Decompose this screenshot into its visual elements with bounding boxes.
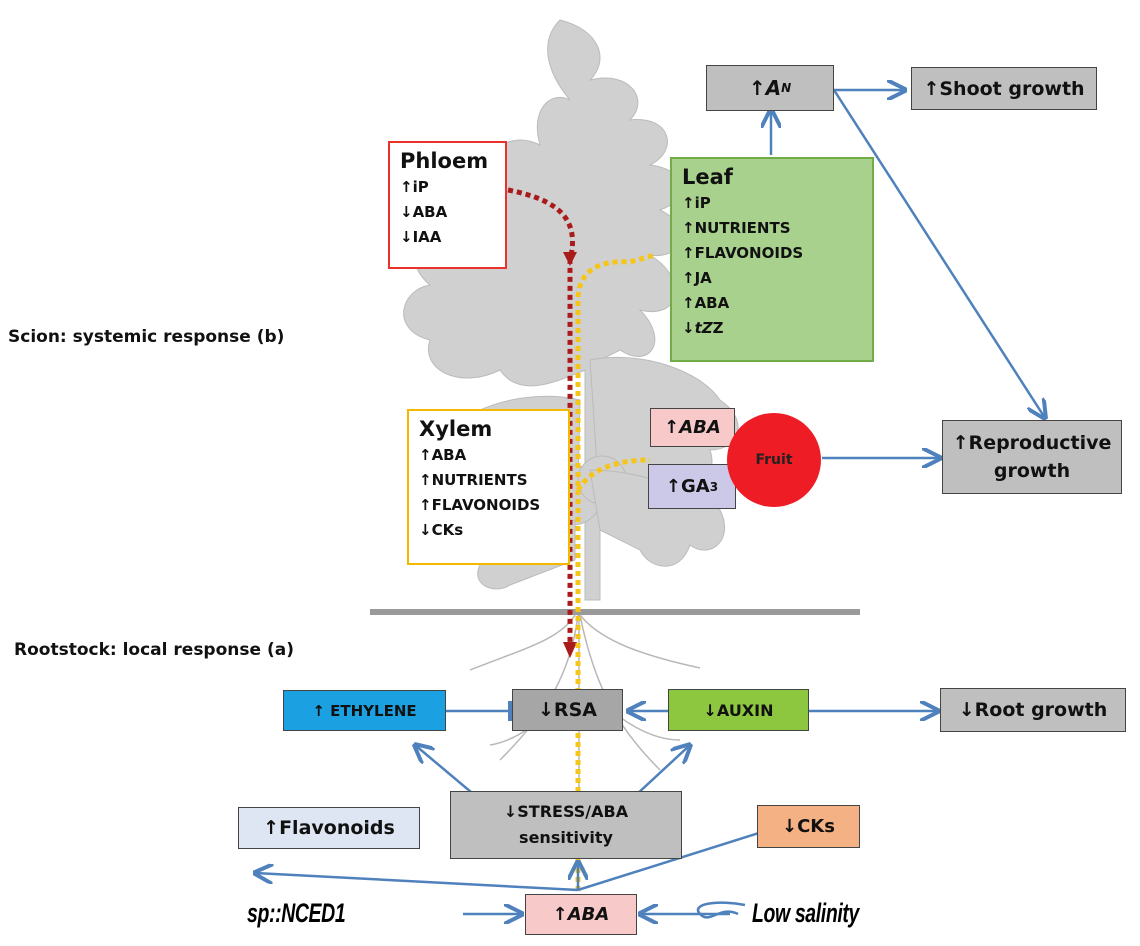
rsa-box: ↓RSA	[512, 689, 623, 731]
leaf-item-tz-italic: tZ	[694, 319, 713, 337]
xylem-title: Xylem	[419, 417, 493, 441]
leaf-item: ↑ABA	[682, 294, 730, 312]
an-symbol: A	[765, 76, 782, 100]
leaf-item: ↑NUTRIENTS	[682, 219, 791, 237]
shoot-growth-box: ↑Shoot growth	[911, 67, 1097, 110]
stress-sensitivity-box: ↓STRESS/ABA sensitivity	[450, 791, 682, 859]
leaf-item: ↑iP	[682, 194, 711, 212]
leaf-item: ↑FLAVONOIDS	[682, 244, 804, 262]
ethylene-box: ↑ ETHYLENE	[283, 690, 446, 731]
auxin-box: ↓AUXIN	[668, 689, 809, 731]
root-aba-box: ↑ABA	[525, 894, 637, 935]
phloem-item: ↓IAA	[400, 228, 442, 246]
stress-line1: ↓STRESS/ABA	[503, 802, 629, 821]
scion-section-label: Scion: systemic response (b)	[8, 327, 285, 347]
phloem-title: Phloem	[400, 149, 489, 173]
reproductive-growth-line1: ↑Reproductive	[952, 432, 1112, 454]
ga3-subscript: 3	[709, 479, 719, 494]
fruit-aba-box: ↑ABA	[650, 408, 735, 447]
reproductive-growth-box: ↑Reproductive growth	[942, 420, 1122, 494]
xylem-item: ↑NUTRIENTS	[419, 471, 528, 489]
xylem-item: ↓CKs	[419, 521, 464, 539]
root-growth-box: ↓Root growth	[940, 688, 1126, 732]
xylem-item: ↑FLAVONOIDS	[419, 496, 541, 514]
root-aba-text: ABA	[567, 904, 610, 925]
xylem-item: ↑ABA	[419, 446, 467, 464]
leaf-title: Leaf	[682, 165, 733, 189]
stress-line2: sensitivity	[519, 828, 613, 847]
leaf-item-tz: ↓tZZ	[682, 319, 724, 337]
fruit-aba-text: ABA	[679, 417, 721, 438]
leaf-panel: Leaf ↑iP ↑NUTRIENTS ↑FLAVONOIDS ↑JA ↑ABA…	[670, 157, 874, 362]
rootstock-section-label: Rootstock: local response (a)	[14, 640, 294, 660]
cks-box: ↓CKs	[757, 805, 860, 848]
leaf-item: ↑JA	[682, 269, 712, 287]
low-salinity-label: Low salinity	[752, 898, 859, 928]
leaf-item-arrow: ↓	[682, 319, 695, 337]
nced1-label: sp::NCED1	[247, 898, 346, 928]
phloem-path-icon	[507, 187, 575, 655]
flavonoids-box: ↑Flavonoids	[238, 807, 420, 849]
fruit-circle: Fruit	[727, 413, 821, 507]
root-aba-arrow: ↑	[552, 904, 568, 925]
xylem-panel: Xylem ↑ABA ↑NUTRIENTS ↑FLAVONOIDS ↓CKs	[407, 409, 570, 565]
fruit-aba-arrow: ↑	[664, 417, 680, 438]
phloem-item: ↓ABA	[400, 203, 448, 221]
reproductive-growth-line2: growth	[993, 460, 1071, 482]
an-subscript: N	[781, 81, 792, 95]
an-arrow: ↑	[748, 76, 766, 100]
phloem-item: ↑iP	[400, 178, 429, 196]
ga3-text: ↑GA	[665, 476, 710, 497]
phloem-panel: Phloem ↑iP ↓ABA ↓IAA	[388, 141, 507, 269]
